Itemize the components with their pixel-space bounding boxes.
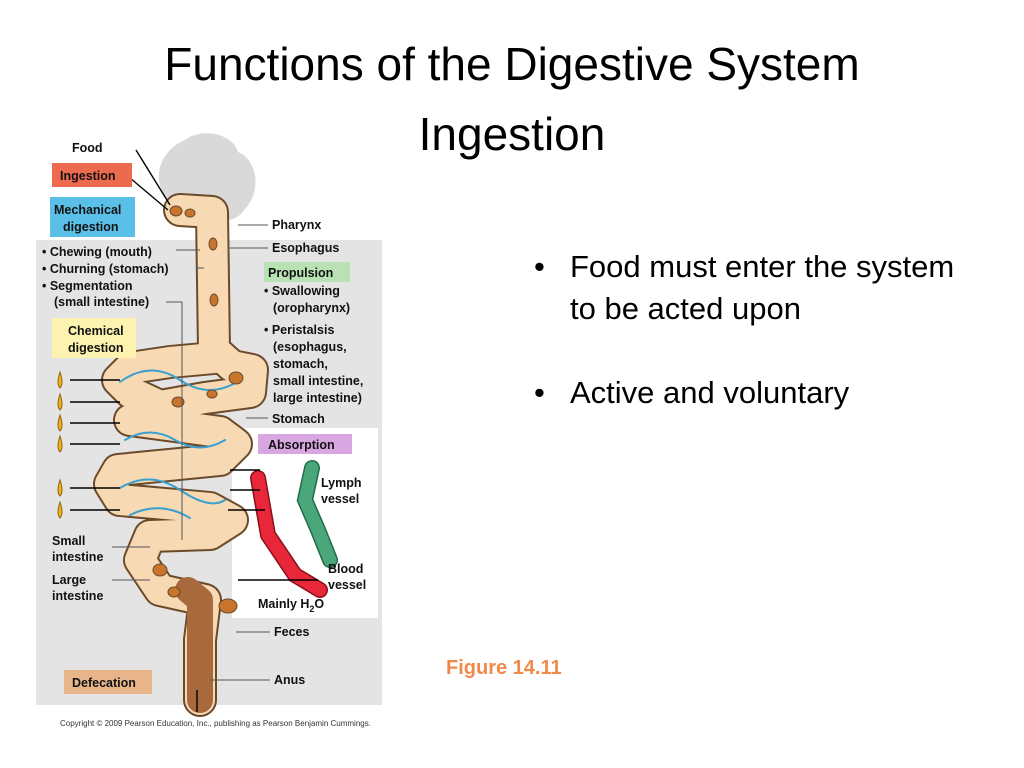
arrows (70, 149, 318, 712)
drop-icon (57, 500, 63, 519)
lymph-vessel-label-1: Lymph (321, 476, 362, 490)
chemical-digestion-label-1: Chemical (68, 324, 124, 338)
anus-label: Anus (274, 673, 305, 687)
mechanical-digestion-label-2: digestion (63, 220, 119, 234)
chewing-label: • Chewing (mouth) (42, 245, 152, 259)
mainly-water-label: Mainly H2O (258, 597, 324, 614)
propulsion-label: Propulsion (268, 266, 333, 280)
bullet-item: • Active and voluntary (530, 372, 970, 414)
propulsion-item-4: (esophagus, (273, 340, 347, 354)
blood-vessel (251, 471, 327, 597)
feces-segment (175, 577, 213, 713)
bullet-text: Active and voluntary (570, 375, 850, 410)
lymph-vessel (298, 461, 337, 567)
drop-icon (57, 434, 63, 453)
drop-icon (57, 370, 63, 389)
absorption-label: Absorption (268, 438, 335, 452)
small-intestine-label-1: Small (52, 534, 85, 548)
h2o-subscript: 2 (309, 604, 314, 614)
bullet-text: Food must enter the system to be acted u… (570, 249, 955, 326)
drop-icon (57, 478, 63, 497)
lymph-vessel-label-2: vessel (321, 492, 359, 506)
food-label: Food (72, 141, 103, 155)
chemical-drops (57, 328, 65, 519)
peristalsis-waves (119, 369, 241, 519)
feces-label: Feces (274, 625, 309, 639)
propulsion-box (264, 262, 350, 282)
absorption-box (258, 434, 352, 454)
copyright-notice: Copyright © 2009 Pearson Education, Inc.… (60, 719, 371, 728)
slide-subtitle: Ingestion (418, 108, 606, 160)
large-intestine-label-1: Large (52, 573, 86, 587)
blood-vessel-label-1: Blood (328, 562, 363, 576)
leader-lines (112, 224, 270, 681)
pharynx-label: Pharynx (272, 218, 321, 232)
chemical-digestion-box (52, 318, 136, 358)
ingestion-label: Ingestion (60, 169, 116, 183)
bullet-dot: • (534, 249, 545, 284)
large-intestine-label-2: intestine (52, 589, 103, 603)
food-particles (152, 205, 244, 614)
mechanical-digestion-label-1: Mechanical (54, 203, 121, 217)
blood-vessel-label-2: vessel (328, 578, 366, 592)
mainly-h-text: Mainly H (258, 597, 309, 611)
bullet-list: • Food must enter the system to be acted … (530, 246, 970, 456)
propulsion-item-2: (oropharynx) (273, 301, 350, 315)
stomach-label: Stomach (272, 412, 325, 426)
propulsion-item-1: • Swallowing (264, 284, 340, 298)
figure-reference: Figure 14.11 (446, 657, 562, 679)
mechanical-digestion-box (50, 197, 135, 237)
propulsion-item-5: stomach, (273, 357, 328, 371)
defecation-box (64, 670, 152, 694)
propulsion-item-7: large intestine) (273, 391, 362, 405)
defecation-label: Defecation (72, 676, 136, 690)
segmentation-label: • Segmentation (42, 279, 133, 293)
chemical-digestion-label-2: digestion (68, 341, 124, 355)
esophagus-label: Esophagus (272, 241, 339, 255)
propulsion-item-6: small intestine, (273, 374, 363, 388)
digestive-tract (93, 193, 269, 717)
propulsion-item-3: • Peristalsis (264, 323, 334, 337)
churning-label: • Churning (stomach) (42, 262, 169, 276)
h2o-o-text: O (314, 597, 324, 611)
ingestion-box (52, 163, 132, 187)
small-intestine-label-2: intestine (52, 550, 103, 564)
segmentation-sub-label: (small intestine) (54, 295, 149, 309)
bullet-item: • Food must enter the system to be acted … (530, 246, 970, 330)
bullet-dot: • (534, 375, 545, 410)
slide-title: Functions of the Digestive System (164, 38, 860, 90)
drop-icon (57, 392, 63, 411)
drop-icon (57, 413, 63, 432)
